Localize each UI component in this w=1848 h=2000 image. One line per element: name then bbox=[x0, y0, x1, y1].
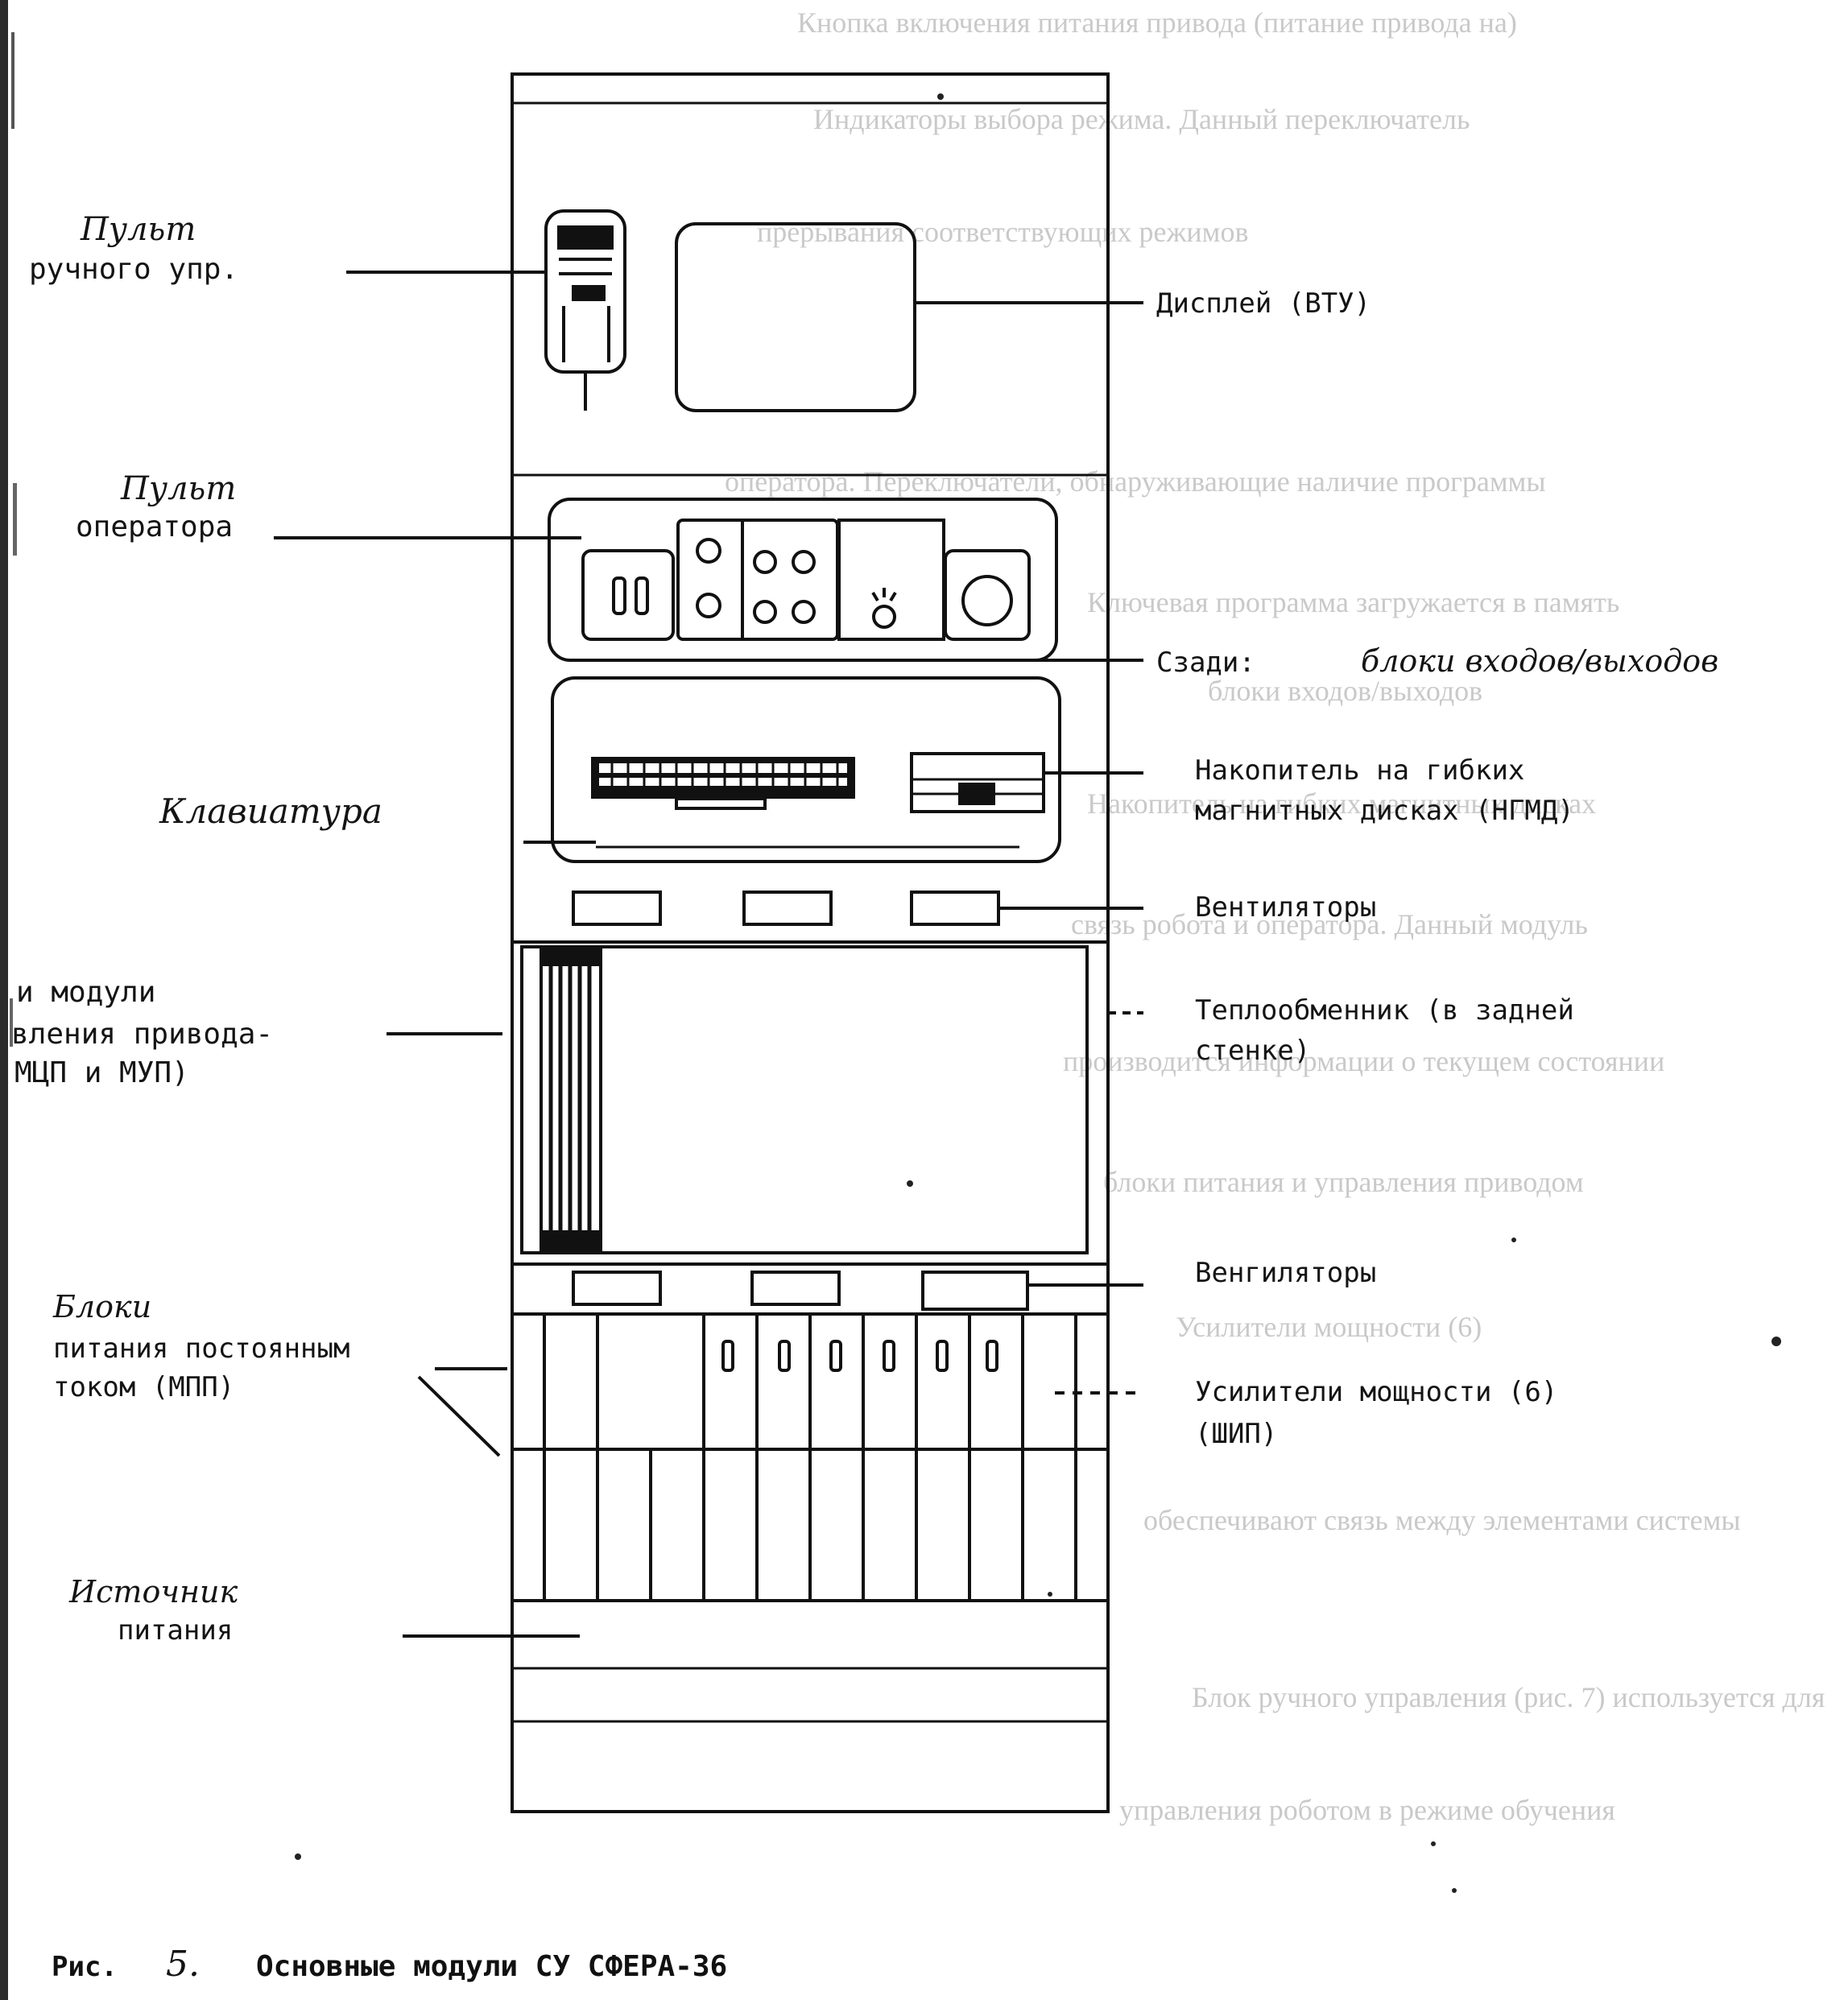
pwm-indicator bbox=[986, 1340, 998, 1372]
scan-specks bbox=[295, 93, 1781, 1893]
bleed-line: Кнопка включения питания привода (питани… bbox=[797, 6, 1517, 39]
floppy-drive bbox=[910, 752, 1045, 813]
bleed-through-layer: Кнопка включения питания привода (питани… bbox=[725, 6, 1825, 1826]
keyboard-console bbox=[551, 676, 1061, 863]
fans-lower bbox=[572, 1271, 1029, 1311]
bleed-line: Блок ручного управления (рис. 7) использ… bbox=[1192, 1681, 1825, 1713]
bleed-line: производится информации о текущем состоя… bbox=[1063, 1045, 1664, 1077]
label-nakopitel-1: Накопитель на гибких bbox=[1195, 754, 1524, 787]
power-amplifier-section bbox=[512, 1312, 1108, 1602]
caption-prefix: Рис. bbox=[52, 1951, 118, 1983]
bleed-line: оператора. Переключатели, обнаруживающие… bbox=[725, 465, 1546, 498]
label-nakopitel-2: магнитных дисках (НГМД) bbox=[1195, 795, 1574, 827]
label-bloki-2: питания постоянным bbox=[53, 1333, 349, 1365]
labels: Пульт ручного упр. Дисплей (ВТУ) Пульт о… bbox=[11, 211, 1718, 1647]
label-moduli-2: вления привода- bbox=[11, 1018, 273, 1051]
pwm-indicator bbox=[829, 1340, 842, 1372]
label-moduli-1: и модули bbox=[16, 976, 155, 1009]
pwm-indicator bbox=[883, 1340, 895, 1372]
label-pult-ruchnogo-1: Пульт bbox=[80, 211, 196, 248]
pwm-indicator bbox=[936, 1340, 949, 1372]
label-istochnik-2: питания bbox=[118, 1614, 233, 1647]
caption-text: Основные модули СУ СФЕРА-36 bbox=[256, 1950, 727, 1983]
bleed-line: Накопитель на гибких магнитных дисках bbox=[1087, 787, 1596, 820]
drive-modules-section bbox=[512, 940, 1108, 1266]
label-pult-operatora-1: Пульт bbox=[120, 470, 236, 507]
label-display: Дисплей (ВТУ) bbox=[1156, 287, 1370, 320]
fans-upper bbox=[572, 890, 1000, 926]
bleed-line: обеспечивают связь между элементами сист… bbox=[1143, 1504, 1741, 1536]
label-istochnik-1: Источник bbox=[68, 1574, 238, 1610]
bleed-line: связь робота и оператора. Данный модуль bbox=[1071, 908, 1588, 940]
bleed-line: прерывания соответствующих режимов bbox=[757, 216, 1248, 248]
figure-caption: Рис. 5. Основные модули СУ СФЕРА-36 bbox=[52, 1944, 727, 1985]
caption-number: 5. bbox=[166, 1944, 200, 1985]
label-pult-ruchnogo-2: ручного упр. bbox=[29, 253, 238, 286]
label-usiliteli-1: Усилители мощности (6) bbox=[1195, 1376, 1557, 1408]
bleed-line: блоки питания и управления приводом bbox=[1103, 1166, 1584, 1198]
label-bloki-vhodov: блоки входов/выходов bbox=[1361, 643, 1718, 679]
leader-lines bbox=[274, 271, 1143, 1638]
scan-edge bbox=[0, 0, 17, 2000]
pwm-indicator bbox=[778, 1340, 791, 1372]
operator-panel bbox=[548, 498, 1058, 662]
bleed-line: блоки входов/выходов bbox=[1208, 675, 1482, 707]
bleed-line: управления роботом в режиме обучения bbox=[1119, 1794, 1615, 1826]
label-teploobmennik-2: стенке) bbox=[1195, 1035, 1310, 1067]
label-teploobmennik-1: Теплообменник (в задней bbox=[1195, 994, 1574, 1027]
label-pult-operatora-2: оператора bbox=[76, 510, 233, 543]
label-bloki-1: Блоки bbox=[52, 1289, 151, 1324]
display-screen bbox=[675, 222, 916, 412]
label-bloki-3: током (МПП) bbox=[53, 1371, 234, 1403]
label-usiliteli-2: (ШИП) bbox=[1195, 1418, 1277, 1450]
bleed-line: Ключевая программа загружается в память bbox=[1087, 586, 1619, 618]
label-ventilyatory-2: Венгиляторы bbox=[1195, 1257, 1376, 1289]
pwm-indicator bbox=[721, 1340, 734, 1372]
label-szadi: Сзади: bbox=[1156, 647, 1255, 679]
label-klaviatura: Клавиатура bbox=[159, 791, 382, 831]
bleed-line: Усилители мощности (6) bbox=[1176, 1311, 1482, 1343]
label-ventilyatory-1: Вентиляторы bbox=[1195, 891, 1376, 924]
label-moduli-3: МЦП и МУП) bbox=[14, 1056, 189, 1089]
bleed-line: Индикаторы выбора режима. Данный переклю… bbox=[813, 103, 1470, 135]
teach-pendant bbox=[544, 209, 626, 411]
